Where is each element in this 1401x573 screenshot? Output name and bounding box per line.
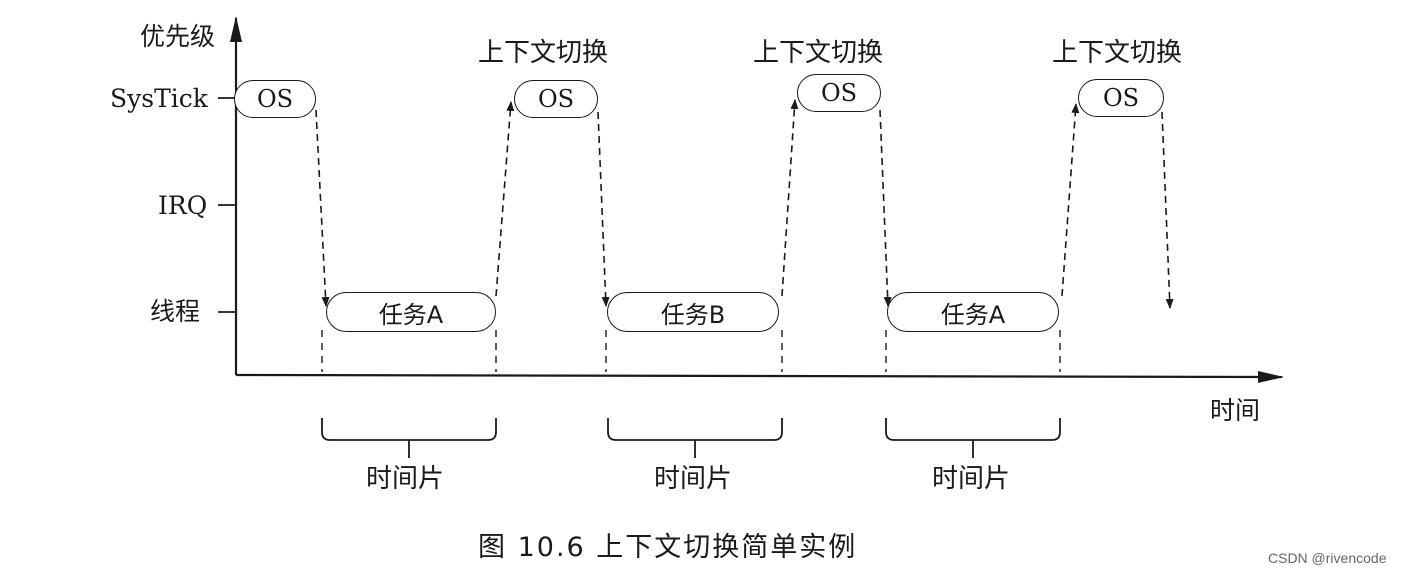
- x-axis: [235, 370, 1284, 383]
- time-slice-label-3: 时间片: [932, 464, 1011, 494]
- bracket-slice-1: [321, 418, 497, 458]
- arrow-os4-down: [1161, 111, 1174, 309]
- arrow-os2-to-task-b: [597, 111, 610, 307]
- time-slice-brackets: [321, 418, 1061, 458]
- task-box-2: 任务B: [607, 292, 779, 332]
- task-box-3: 任务A: [887, 292, 1059, 332]
- os-box-2: OS: [514, 80, 598, 118]
- arrow-task-a-to-os2: [495, 101, 515, 297]
- os-box-label: OS: [820, 79, 858, 107]
- os-box-3: OS: [797, 74, 881, 112]
- os-box-label: OS: [256, 85, 294, 113]
- os-box-4: OS: [1078, 79, 1164, 117]
- os-box-label: OS: [1102, 84, 1140, 112]
- level-label-irq: IRQ: [158, 191, 208, 220]
- task-box-label: 任务B: [660, 300, 726, 329]
- os-box-1: OS: [234, 80, 316, 118]
- arrow-task-b-to-os3: [781, 99, 799, 297]
- slice-guides: [321, 330, 1061, 372]
- figure-caption: 图 10.6 上下文切换简单实例: [478, 532, 858, 563]
- context-switch-label-2: 上下文切换: [753, 38, 884, 68]
- level-label-thread: 线程: [150, 297, 201, 326]
- watermark: CSDN @rivencode: [1268, 550, 1387, 566]
- context-switch-label-1: 上下文切换: [478, 38, 609, 68]
- context-switch-label-3: 上下文切换: [1052, 38, 1183, 68]
- bracket-slice-2: [607, 418, 783, 458]
- task-box-label: 任务A: [940, 300, 1006, 329]
- arrow-os1-to-task-a: [315, 109, 330, 307]
- task-box-label: 任务A: [378, 300, 444, 329]
- time-slice-label-1: 时间片: [366, 464, 445, 494]
- x-axis-title: 时间: [1210, 396, 1261, 425]
- task-box-1: 任务A: [326, 292, 496, 332]
- up-arrows: [495, 99, 1080, 297]
- os-box-label: OS: [537, 85, 575, 113]
- down-arrows: [315, 109, 1174, 309]
- arrow-task-a-to-os4: [1061, 103, 1080, 297]
- bracket-slice-3: [885, 418, 1061, 458]
- level-label-systick: SysTick: [110, 84, 208, 113]
- arrow-os3-to-task-a: [879, 109, 892, 307]
- time-slice-label-2: 时间片: [654, 464, 733, 494]
- y-axis-title: 优先级: [140, 22, 216, 51]
